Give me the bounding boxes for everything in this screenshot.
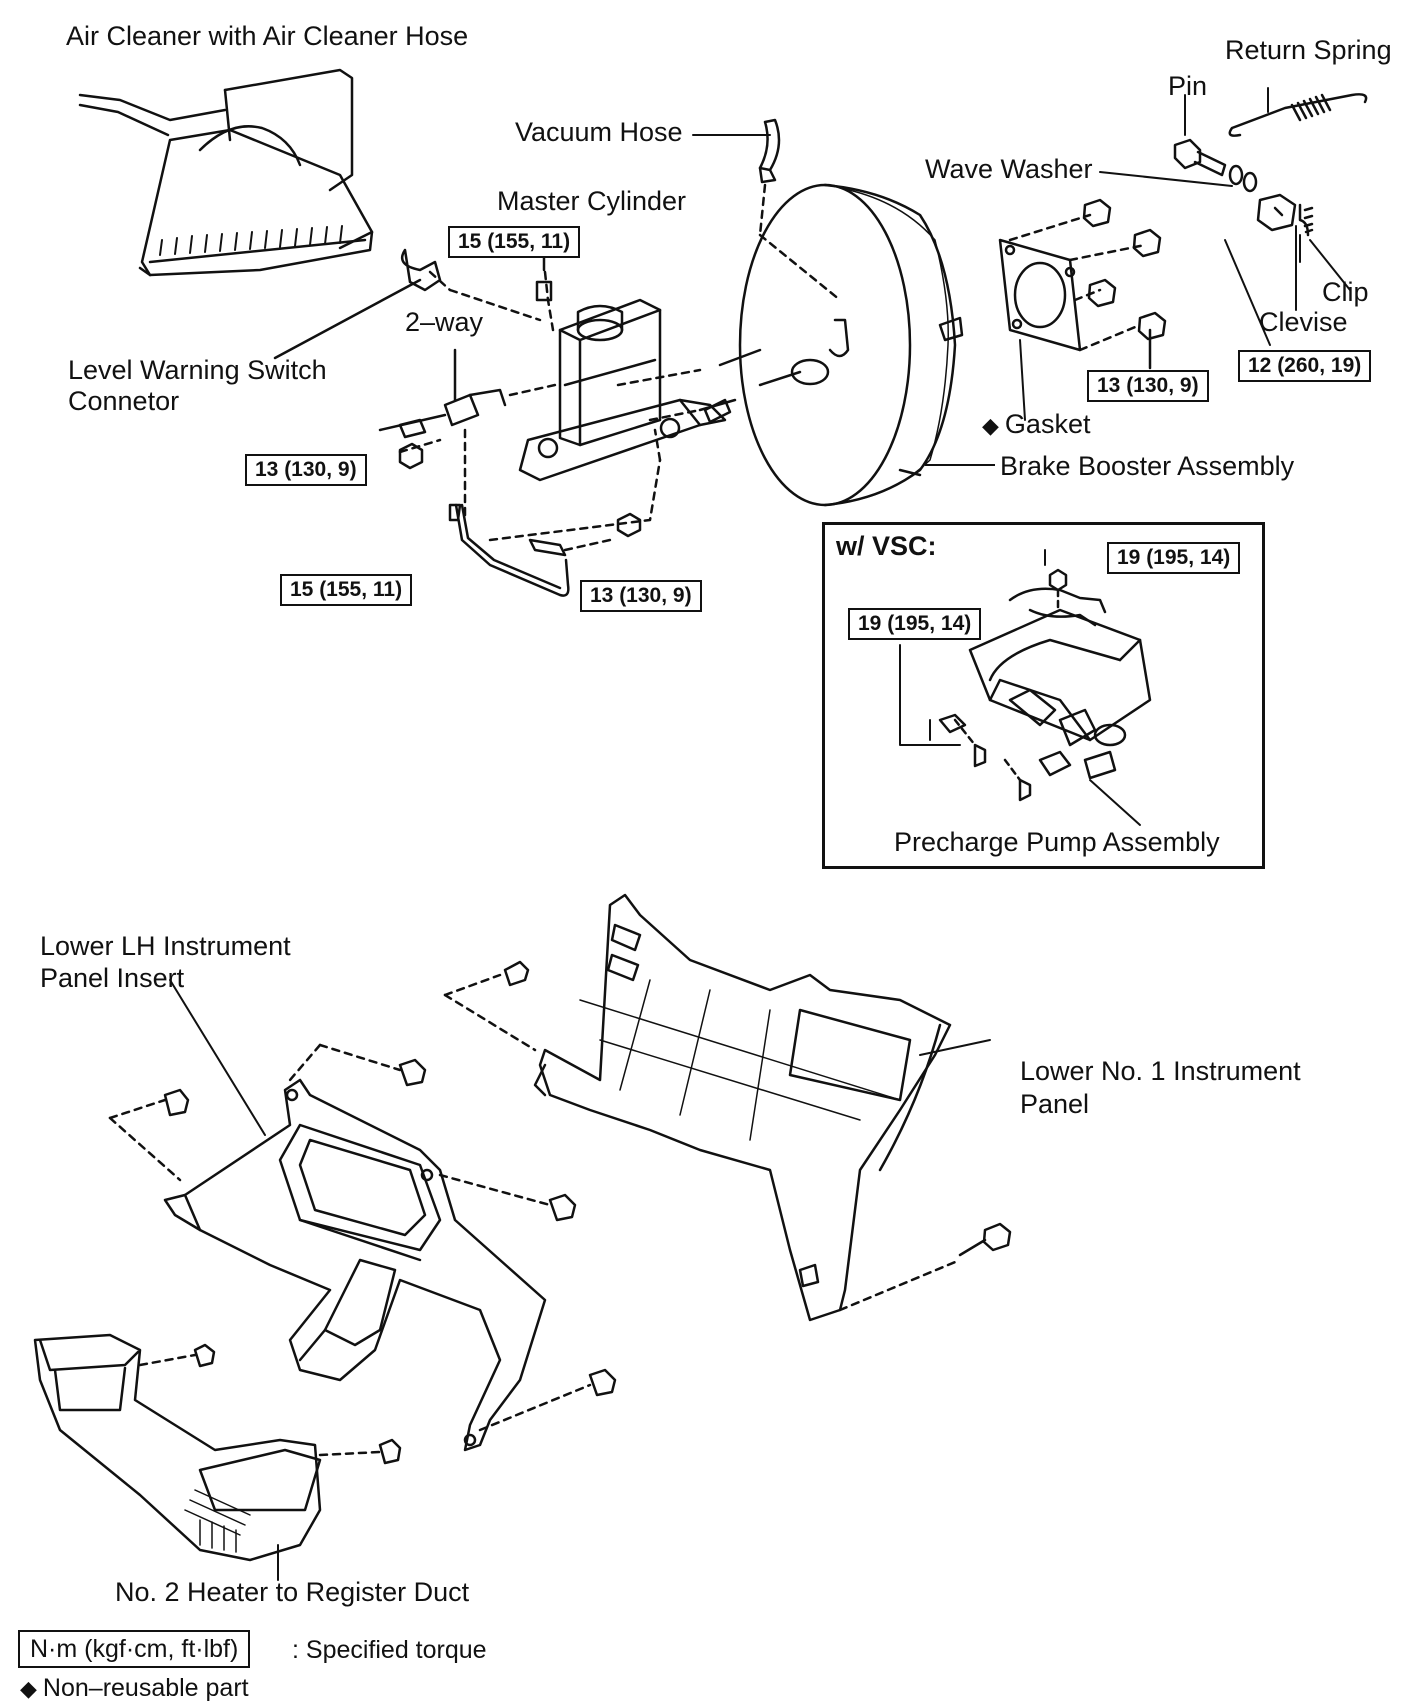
torque-box-vsc-upper: 19 (195, 14): [1107, 542, 1241, 574]
heater-duct-label: No. 2 Heater to Register Duct: [115, 1577, 470, 1607]
clevise-label: Clevise: [1259, 307, 1348, 337]
vsc-inset-frame: [822, 522, 1265, 869]
torque-box-vsc-lower: 19 (195, 14): [848, 608, 982, 640]
vsc-heading: w/ VSC:: [836, 531, 937, 561]
lower-lh-insert-label-line2: Panel Insert: [40, 963, 185, 993]
two-way-union-drawing: [378, 348, 557, 522]
gasket-label: ◆Gasket: [982, 408, 1090, 442]
brake-booster-label: Brake Booster Assembly: [1000, 451, 1295, 481]
two-way-label: 2–way: [405, 307, 484, 337]
precharge-pump-label: Precharge Pump Assembly: [894, 827, 1220, 857]
torque-box-brake-line: 15 (155, 11): [280, 574, 413, 606]
torque-unit-legend-text: : Specified torque: [292, 1636, 487, 1664]
diamond-icon: ◆: [20, 1676, 37, 1701]
level-warning-switch-label-line1: Level Warning Switch: [68, 355, 327, 385]
non-reusable-legend-text: Non–reusable part: [42, 1674, 249, 1702]
torque-box-lower-nut: 13 (130, 9): [580, 580, 702, 612]
lower-no1-panel-label-line1: Lower No. 1 Instrument: [1020, 1056, 1301, 1086]
clip-label: Clip: [1322, 277, 1369, 307]
lower-lh-insert-drawing: [108, 979, 617, 1452]
lower-lh-insert-label-line1: Lower LH Instrument: [40, 931, 291, 961]
lower-no1-panel-label-line2: Panel: [1020, 1089, 1090, 1119]
air-cleaner-label: Air Cleaner with Air Cleaner Hose: [66, 21, 469, 51]
non-reusable-diamond-icon: ◆: [982, 413, 999, 438]
pin-label: Pin: [1168, 71, 1208, 101]
left-nut-drawing: [398, 442, 424, 470]
gasket-label-text: Gasket: [1004, 409, 1091, 439]
gasket-drawing: [998, 198, 1167, 421]
precharge-pump-drawing: [899, 549, 1152, 826]
level-warning-switch-label-line2: Connetor: [68, 386, 180, 416]
master-cylinder-drawing: [518, 254, 737, 482]
torque-box-gasket-nut: 13 (130, 9): [1087, 370, 1209, 402]
heater-duct-drawing: [33, 1333, 402, 1581]
brake-line-drawing: [448, 428, 662, 597]
torque-box-left-nut: 13 (130, 9): [245, 454, 367, 486]
torque-box-clevis-nut: 12 (260, 19): [1238, 350, 1372, 382]
air-cleaner-drawing: [78, 68, 374, 277]
return-spring-label: Return Spring: [1225, 35, 1392, 65]
torque-unit-legend-box: N·m (kgf·cm, ft·lbf): [18, 1630, 251, 1668]
vacuum-hose-drawing: [692, 118, 842, 302]
master-cylinder-label: Master Cylinder: [497, 186, 687, 216]
wave-washer-label: Wave Washer: [925, 154, 1093, 184]
clevis-parts-drawing: [1099, 87, 1368, 346]
level-warning-connector-drawing: [273, 248, 542, 360]
torque-box-master-cylinder: 15 (155, 11): [448, 226, 581, 258]
brake-booster-drawing: [616, 183, 964, 507]
vacuum-hose-label: Vacuum Hose: [515, 117, 683, 147]
non-reusable-legend: ◆Non–reusable part: [20, 1672, 249, 1705]
lower-no1-panel-drawing: [443, 893, 1012, 1322]
